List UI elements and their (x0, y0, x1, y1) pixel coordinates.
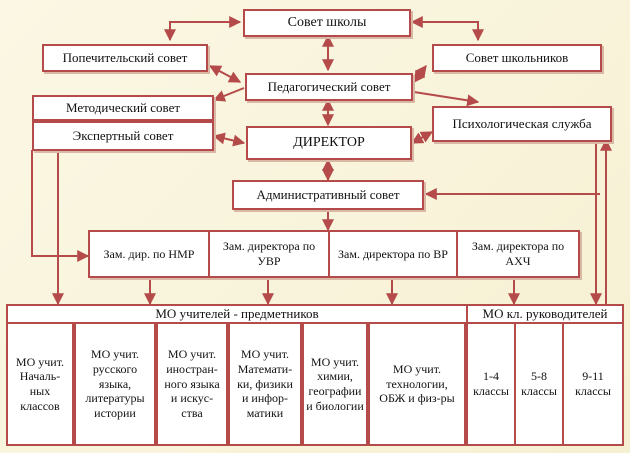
director-box: ДИРЕКТОР (246, 126, 412, 160)
mo-russian: МО учит. русского языка, литературы исто… (76, 324, 158, 444)
methodical-council-box: Методический совет (32, 95, 214, 121)
arrow-pedagogical-psych (413, 91, 480, 107)
trustee-council-box: Попечительский совет (42, 44, 208, 72)
admin-council-box: Административный совет (232, 180, 424, 210)
mo-primary: МО учит. Началь- ных классов (8, 324, 76, 444)
deputy-vr: Зам. директора по ВР (330, 232, 458, 276)
arrow-school-students (410, 16, 484, 42)
mo-math: МО учит. Математи- ки, физики и инфор- м… (230, 324, 304, 444)
deputy-ahch: Зам. директора по АХЧ (458, 232, 578, 276)
arrow-pedagogical-methodical (212, 87, 245, 102)
student-council-box: Совет школьников (432, 44, 602, 72)
class-1-4: 1-4 классы (468, 324, 516, 444)
bottom-table: МО учителей - предметников МО кл. руково… (6, 304, 624, 446)
arrow-director-psych (410, 131, 434, 144)
arrow-school-trustee (164, 16, 242, 42)
deputies-row: Зам. дир. по НМР Зам. директора по УВР З… (88, 230, 580, 278)
psych-service-box: Психологическая служба (432, 106, 612, 142)
class-9-11: 9-11 классы (564, 324, 622, 444)
mo-class-header: МО кл. руководителей (468, 306, 622, 324)
arrow-expert-director (212, 132, 246, 147)
mo-chem: МО учит. химии, географии и биологии (304, 324, 370, 444)
deputy-nmr: Зам. дир. по НМР (90, 232, 210, 276)
mo-teachers-header: МО учителей - предметников (8, 306, 468, 324)
school-council-box: Совет школы (243, 9, 411, 37)
mo-foreign: МО учит. иностран- ного языка и искус- с… (158, 324, 230, 444)
expert-council-box: Экспертный совет (32, 121, 214, 151)
pedagogical-council-box: Педагогический совет (245, 73, 413, 101)
arrow-students-pedagogical (413, 65, 427, 83)
mo-tech: МО учит. технологии, ОБЖ и физ-ры (370, 324, 468, 444)
arrow-trustee-pedagogical (208, 65, 242, 83)
deputy-uvr: Зам. директора по УВР (210, 232, 330, 276)
class-5-8: 5-8 классы (516, 324, 564, 444)
line-left-vertical (31, 150, 60, 257)
